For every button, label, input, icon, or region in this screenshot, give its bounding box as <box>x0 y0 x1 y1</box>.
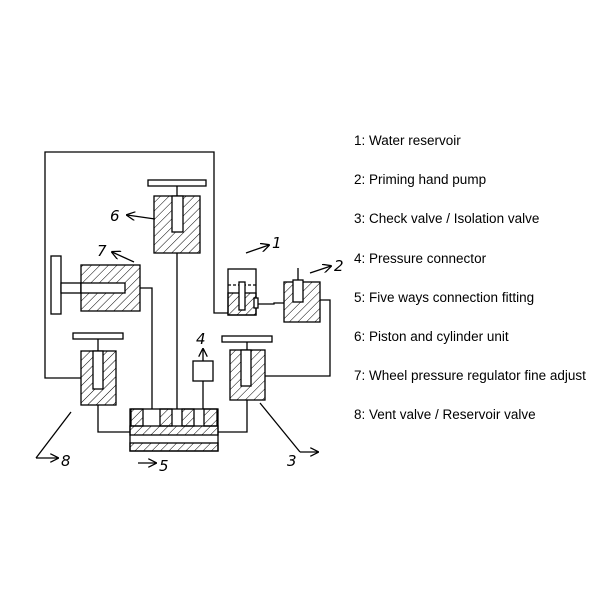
vent-valve <box>72 332 124 406</box>
callout-4: 4 <box>196 330 206 348</box>
legend: 1: Water reservoir 2: Priming hand pump … <box>354 132 586 446</box>
callout-arrows <box>35 215 331 463</box>
legend-item-3: 3: Check valve / Isolation valve <box>354 211 540 227</box>
wheel-pressure-regulator <box>50 255 141 315</box>
callout-3: 3 <box>287 452 297 470</box>
pressure-connector <box>192 349 214 382</box>
piston-cylinder-unit <box>147 179 207 254</box>
water-reservoir <box>227 268 259 316</box>
five-ways-fitting <box>129 408 219 452</box>
legend-item-5: 5: Five ways connection fitting <box>354 289 535 305</box>
piping <box>44 151 331 433</box>
legend-item-7: 7: Wheel pressure regulator fine adjust <box>354 368 586 384</box>
legend-item-4: 4: Pressure connector <box>354 250 487 266</box>
legend-item-6: 6: Piston and cylinder unit <box>354 328 509 344</box>
callout-5: 5 <box>159 457 169 475</box>
legend-item-1: 1: Water reservoir <box>354 133 461 148</box>
callout-7: 7 <box>97 242 107 260</box>
callout-6: 6 <box>110 207 120 225</box>
callout-1: 1 <box>272 234 282 252</box>
legend-item-2: 2: Priming hand pump <box>354 172 487 188</box>
legend-item-8: 8: Vent valve / Reservoir valve <box>354 407 536 423</box>
callout-2: 2 <box>334 257 344 275</box>
check-valve <box>221 335 273 401</box>
callout-8: 8 <box>61 452 71 470</box>
priming-hand-pump <box>283 268 321 323</box>
